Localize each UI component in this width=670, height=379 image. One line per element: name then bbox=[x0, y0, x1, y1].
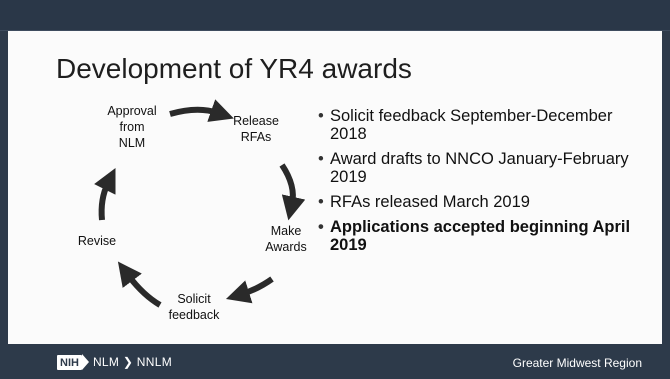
footer: NIH NLM ❯ NNLM Greater Midwest Region bbox=[0, 344, 670, 379]
solicit-line1: Solicit bbox=[177, 292, 211, 306]
top-band bbox=[0, 0, 670, 31]
nih-logo-box: NIH bbox=[57, 354, 82, 370]
bullet-list: Solicit feedback September-December 2018… bbox=[318, 107, 638, 261]
approval-line3: NLM bbox=[118, 136, 146, 150]
revise-label: Revise bbox=[77, 234, 117, 248]
cycle-diagram: Approval from NLM Release RFAs Make Awar… bbox=[48, 99, 348, 343]
bullet-item: RFAs released March 2019 bbox=[318, 193, 638, 211]
slide-title: Development of YR4 awards bbox=[56, 53, 412, 84]
release-line2: RFAs bbox=[240, 130, 272, 144]
arrow-revise-to-approval bbox=[94, 167, 116, 221]
arrow-release-to-make bbox=[279, 163, 306, 221]
nih-nlm-nnlm-logo: NIH NLM ❯ NNLM bbox=[57, 354, 172, 370]
bullet-item: Solicit feedback September-December 2018 bbox=[318, 107, 638, 143]
cycle-node-revise: Revise bbox=[72, 233, 122, 249]
approval-line1: Approval bbox=[107, 104, 157, 118]
cycle-node-solicit: Solicit feedback bbox=[162, 291, 226, 323]
region-label: Greater Midwest Region bbox=[512, 356, 642, 370]
slide-content: Development of YR4 awards bbox=[8, 31, 662, 344]
make-line2: Awards bbox=[265, 240, 307, 254]
bullet-item-bold: Applications accepted beginning April 20… bbox=[318, 218, 638, 254]
release-line1: Release bbox=[233, 114, 279, 128]
nih-chevron-icon bbox=[81, 354, 89, 370]
cycle-arrows bbox=[94, 99, 306, 308]
arrow-make-to-solicit bbox=[225, 276, 274, 304]
arrow-approval-to-release bbox=[169, 99, 234, 122]
cycle-node-approval: Approval from NLM bbox=[102, 103, 162, 151]
arrow-solicit-to-revise bbox=[117, 261, 162, 308]
cycle-node-release: Release RFAs bbox=[226, 113, 286, 145]
approval-line2: from bbox=[119, 120, 145, 134]
logo-text: NLM ❯ NNLM bbox=[92, 355, 173, 369]
bullet-item: Award drafts to NNCO January-February 20… bbox=[318, 150, 638, 186]
make-line1: Make bbox=[270, 224, 302, 238]
solicit-line2: feedback bbox=[168, 308, 220, 322]
cycle-node-make-awards: Make Awards bbox=[256, 223, 316, 255]
